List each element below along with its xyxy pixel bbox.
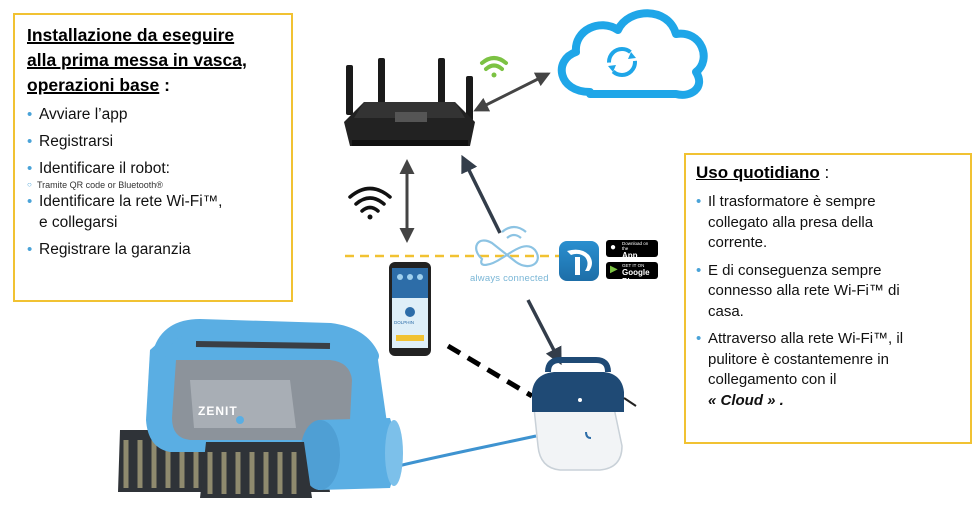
step-register: Registrarsi <box>27 131 279 152</box>
floating-cable <box>397 434 537 468</box>
daily-use-heading: Uso quotidiano : <box>696 161 960 185</box>
play-icon: ▶ <box>610 264 618 275</box>
installation-steps: Avviare l’app Registrarsi Identificare i… <box>27 104 279 260</box>
always-connected-icon <box>475 225 539 268</box>
daily-use-title: Uso quotidiano <box>696 163 820 182</box>
daily-item-cloud: Attraverso alla rete Wi-Fi™, il pulitore… <box>696 329 960 411</box>
dolphin-app-icon <box>559 241 599 281</box>
phone-screen-label: DOLPHIN <box>394 320 415 325</box>
wifi-icon <box>348 186 392 220</box>
daily-item-3-line-1: Attraverso alla rete Wi-Fi™, il <box>708 330 904 347</box>
daily-item-transformer: Il trasformatore è sempre collegato alla… <box>696 192 960 254</box>
step-identify-robot-method: Tramite QR code or Bluetooth® <box>27 179 279 191</box>
daily-item-2-line-1: E di conseguenza sempre <box>708 261 882 279</box>
cloud-sync-icon <box>557 9 708 99</box>
installation-box: Installazione da eseguire alla prima mes… <box>13 13 293 302</box>
step-identify-wifi: Identificare la rete Wi-Fi™, e collegarsi <box>27 191 279 233</box>
step-register-warranty: Registrare la garanzia <box>27 239 279 260</box>
step-open-app: Avviare l’app <box>27 104 279 125</box>
apple-icon: ● <box>610 242 617 253</box>
daily-item-3-line-3: collegamento con il <box>708 371 837 388</box>
step-identify-wifi-line-1: Identificare la rete Wi-Fi™, <box>39 193 223 210</box>
google-play-small: GET IT ON <box>622 263 645 268</box>
router-icon <box>344 58 475 146</box>
step-identify-robot: Identificare il robot: <box>27 158 279 179</box>
phone-power-link <box>446 343 534 399</box>
always-connected-label: always connected <box>470 273 549 284</box>
daily-use-colon: : <box>819 163 830 182</box>
daily-item-3-line-2: pulitore è costantemenre in <box>708 350 889 368</box>
router-cloud-arrow <box>473 72 551 112</box>
daily-item-1-line-3: corrente. <box>708 234 768 251</box>
heading-line-2: alla prima messa in vasca, <box>27 50 247 70</box>
wifi-green-icon <box>480 56 508 78</box>
pool-robot-icon <box>118 318 403 498</box>
daily-item-cloud-line: « Cloud » . <box>708 391 784 409</box>
power-supply-icon <box>532 357 637 471</box>
daily-item-2-line-3: casa. <box>708 302 744 320</box>
daily-use-list: Il trasformatore è sempre collegato alla… <box>696 192 960 411</box>
dolphin-app-glyph <box>567 249 592 275</box>
heading-line-3: operazioni base <box>27 75 160 95</box>
heading-line-1: Installazione da eseguire <box>27 25 235 45</box>
app-store-small: Download on the <box>622 241 649 251</box>
daily-item-1-line-1: Il trasformatore è sempre <box>708 193 876 210</box>
robot-brand-label: ZENIT <box>198 404 238 418</box>
router-power-arrow <box>526 299 562 366</box>
google-play-big: Google Play <box>622 268 650 286</box>
smartphone-icon <box>389 262 431 356</box>
daily-use-box: Uso quotidiano : Il trasformatore è semp… <box>684 153 972 444</box>
daily-item-wifi: E di conseguenza sempre connesso alla re… <box>696 261 960 323</box>
heading-colon: : <box>164 75 170 95</box>
daily-item-1-line-2: collegato alla presa della <box>708 213 874 231</box>
installation-heading: Installazione da eseguire alla prima mes… <box>27 23 279 98</box>
app-store-badge[interactable]: ● Download on the App Store <box>606 240 658 269</box>
google-play-badge[interactable]: ▶ GET IT ON Google Play <box>606 262 658 286</box>
step-identify-wifi-line-2: e collegarsi <box>39 214 118 231</box>
daily-item-2-line-2: connesso alla rete Wi-Fi™ di <box>708 282 900 299</box>
power-router-arrow <box>461 154 502 234</box>
